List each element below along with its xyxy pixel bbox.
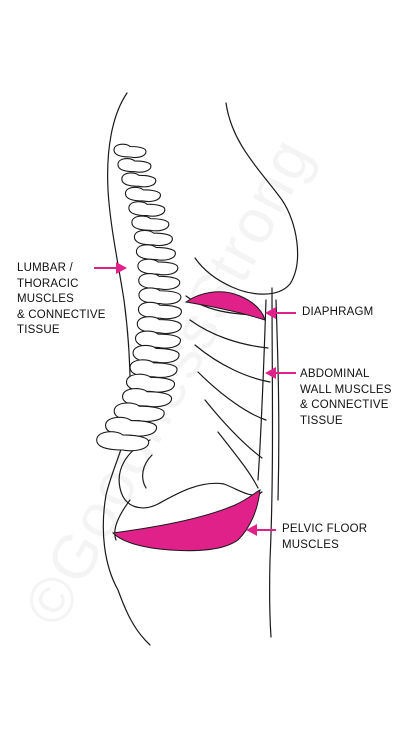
label-lumbar-line: & CONNECTIVE: [17, 308, 106, 321]
vertebra: [124, 186, 162, 203]
label-abdominal-line: & CONNECTIVE: [300, 399, 389, 411]
arrow-abdominal-icon: [265, 367, 296, 379]
vertebra: [137, 258, 179, 276]
arrow-diaphragm-icon: [265, 307, 296, 319]
vertebra: [135, 244, 176, 261]
vertebra: [113, 143, 147, 159]
arrow-lumbar-icon: [94, 262, 127, 274]
pelvis: [114, 439, 263, 541]
vertebra: [138, 273, 181, 290]
pointer-arrows: [94, 262, 296, 536]
vertebra: [131, 215, 170, 232]
label-lumbar: LUMBAR / THORACIC MUSCLES & CONNECTIVE T…: [17, 261, 106, 339]
diaphragm-shape: [184, 291, 266, 321]
label-lumbar-line: MUSCLES: [17, 293, 74, 305]
vertebra: [138, 287, 182, 305]
pelvic-floor-shape: [111, 489, 261, 552]
label-diaphragm-line: DIAPHRAGM: [302, 306, 374, 318]
label-lumbar-line: TISSUE: [17, 324, 60, 336]
label-abdominal-line: TISSUE: [300, 414, 343, 427]
spine: [96, 143, 182, 452]
label-pelvic-line: MUSCLES: [282, 538, 339, 551]
vertebra: [96, 431, 150, 452]
label-diaphragm: DIAPHRAGM: [302, 305, 373, 321]
arrow-pelvic-icon: [246, 524, 276, 536]
label-abdominal-line: WALL MUSCLES: [300, 383, 392, 396]
label-pelvic: PELVIC FLOOR MUSCLES: [282, 522, 367, 553]
label-lumbar-line: LUMBAR /: [17, 262, 73, 274]
label-pelvic-line: PELVIC FLOOR: [282, 523, 368, 535]
ribs: [185, 295, 271, 489]
vertebra: [117, 158, 152, 173]
vertebra: [121, 172, 157, 188]
label-lumbar-line: THORACIC: [17, 277, 79, 290]
label-abdominal-line: ABDOMINAL: [300, 368, 370, 380]
vertebra: [128, 201, 166, 217]
vertebra: [133, 229, 173, 247]
label-abdominal: ABDOMINAL WALL MUSCLES & CONNECTIVE TISS…: [300, 367, 392, 429]
muscle-highlights: [111, 291, 266, 552]
